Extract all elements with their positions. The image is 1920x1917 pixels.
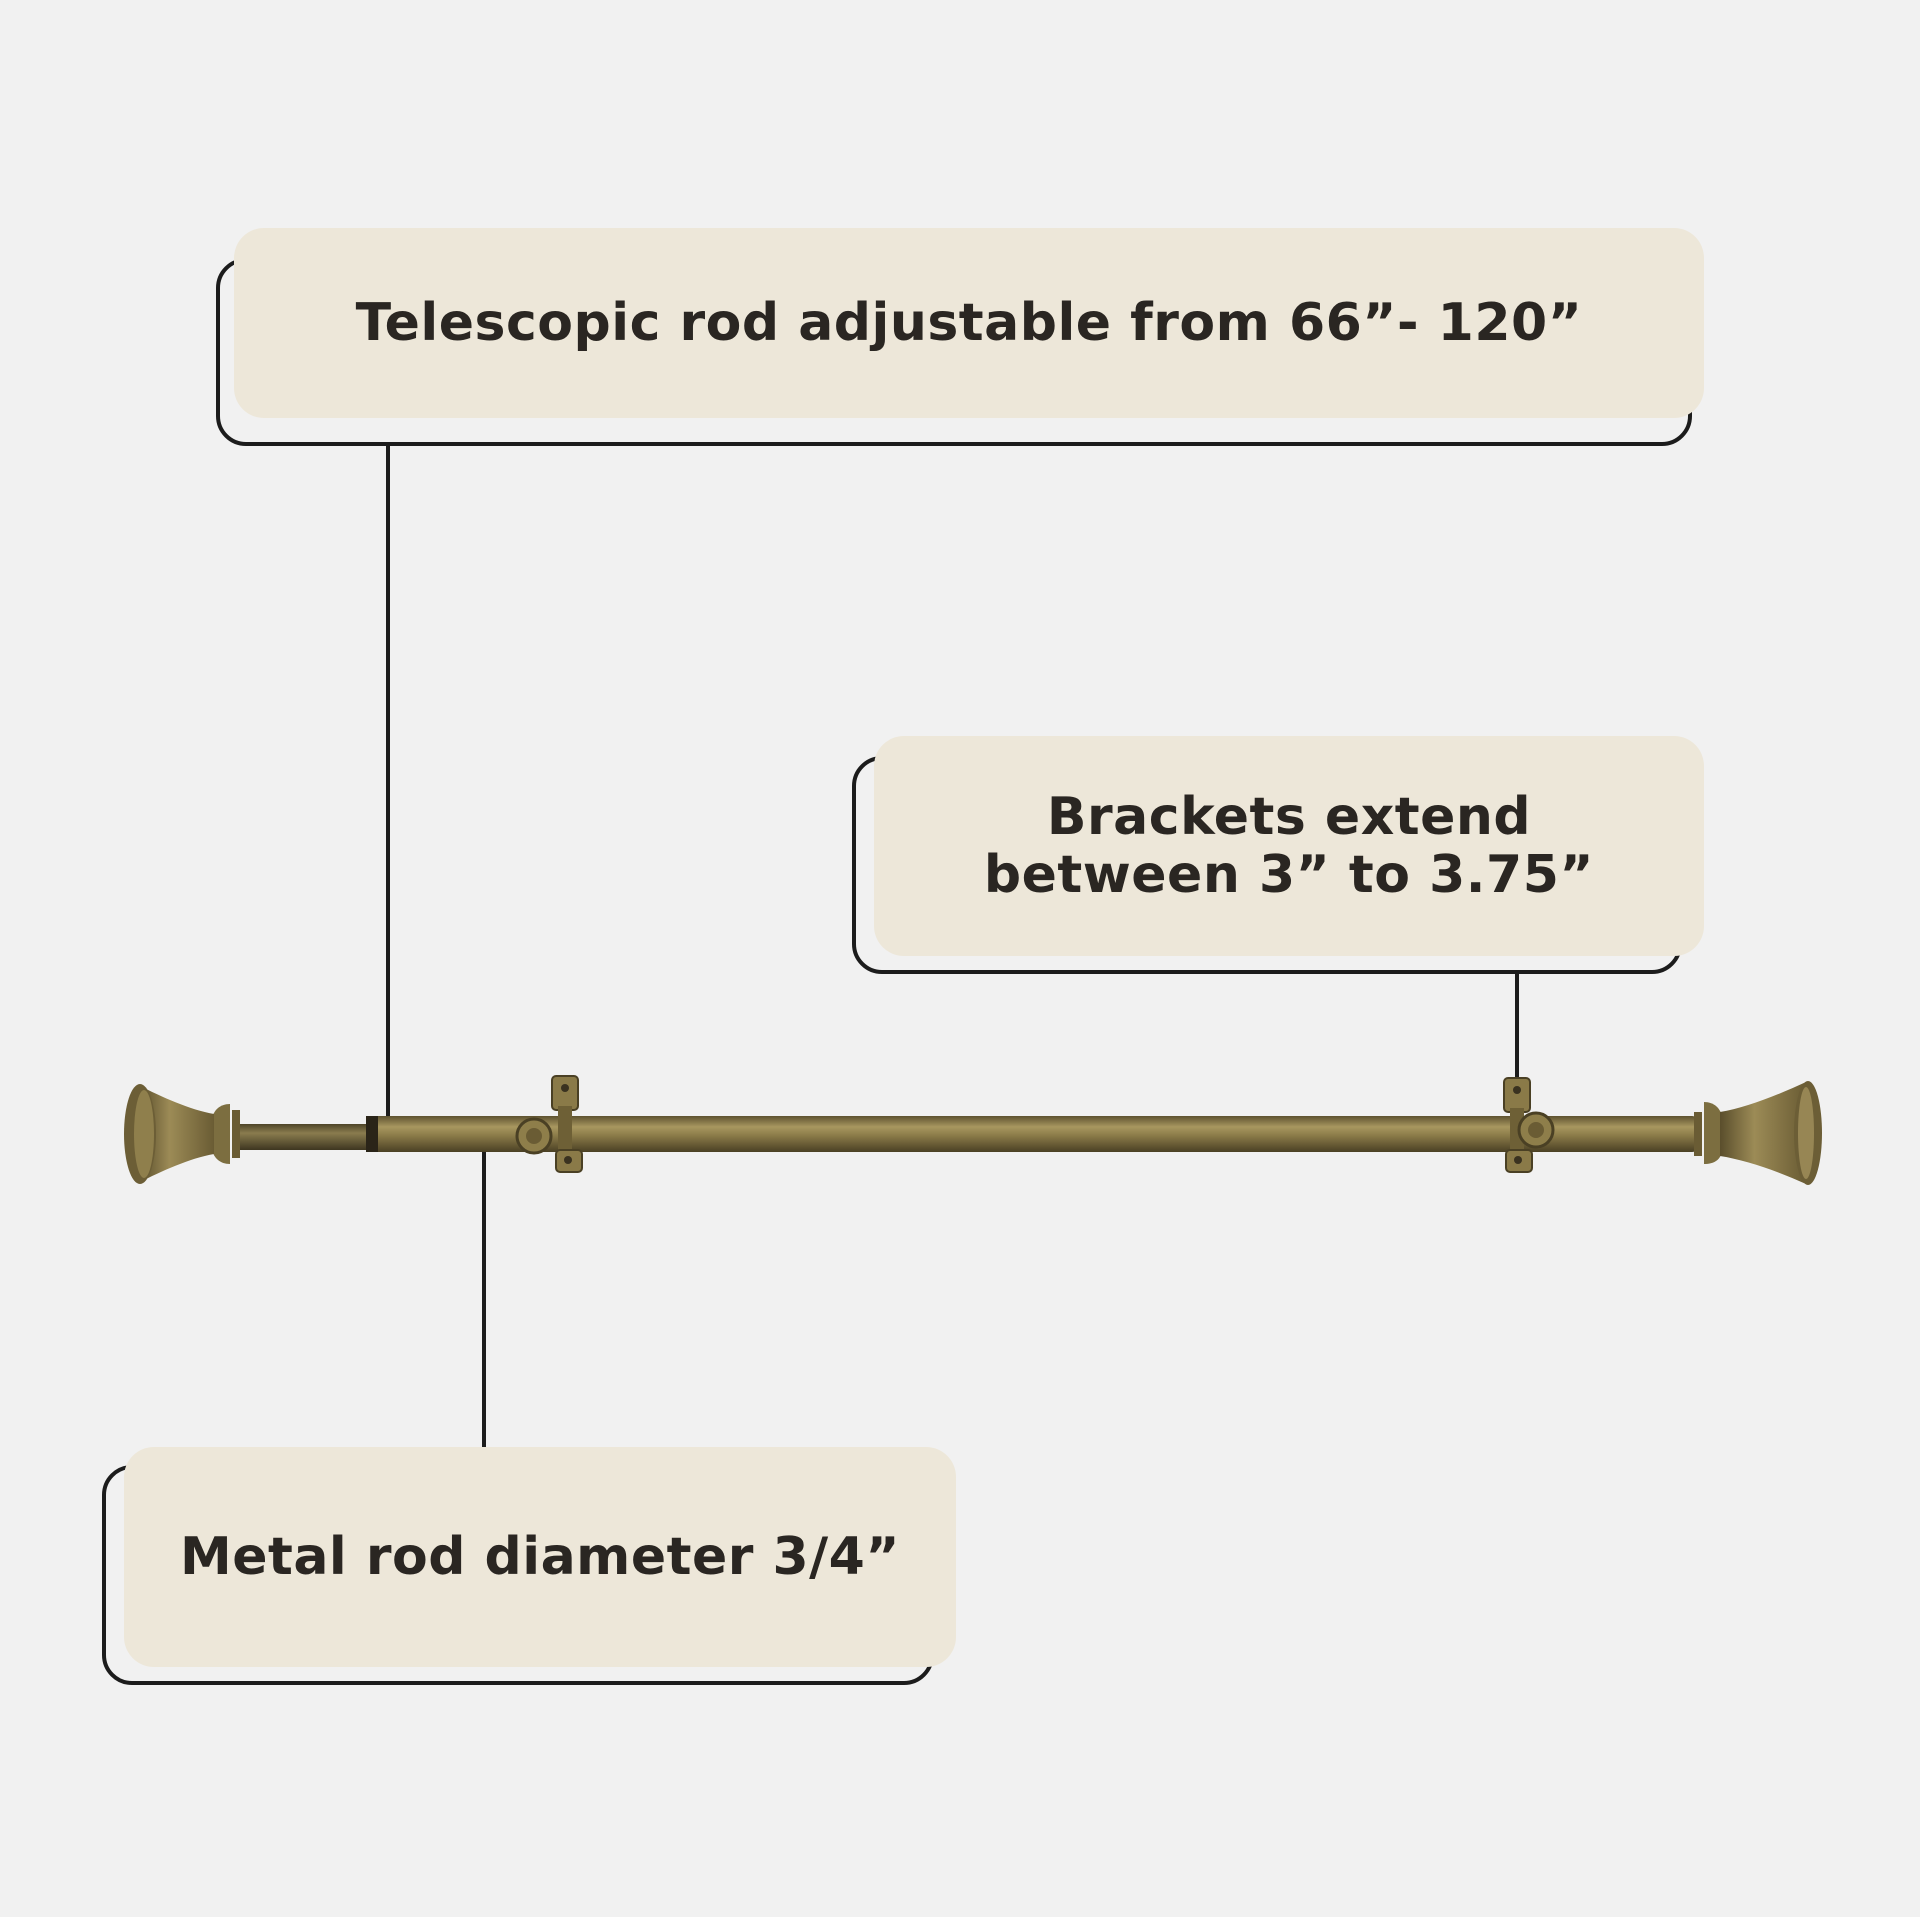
callout-text-telescopic: Telescopic rod adjustable from 66”- 120” <box>355 293 1583 353</box>
callout-text-brackets-line2: between 3” to 3.75” <box>983 845 1595 905</box>
inner-rod <box>240 1124 380 1150</box>
callout-box: Telescopic rod adjustable from 66”- 120” <box>234 228 1704 418</box>
callout-box: Brackets extend between 3” to 3.75” <box>874 736 1704 956</box>
callout-text-brackets-line1: Brackets extend <box>1046 787 1532 847</box>
left-finial <box>124 1084 240 1184</box>
callout-telescopic-range: Telescopic rod adjustable from 66”- 120” <box>216 228 1704 448</box>
callout-bracket-extension: Brackets extend between 3” to 3.75” <box>852 736 1704 976</box>
callout-box: Metal rod diameter 3/4” <box>124 1447 956 1667</box>
callout-text-diameter: Metal rod diameter 3/4” <box>179 1527 901 1587</box>
left-bracket <box>515 1075 583 1173</box>
right-bracket <box>1503 1077 1555 1173</box>
rod-joint <box>366 1116 378 1152</box>
outer-rod <box>368 1116 1698 1152</box>
right-finial <box>1694 1081 1822 1185</box>
callout-rod-diameter: Metal rod diameter 3/4” <box>102 1447 956 1687</box>
